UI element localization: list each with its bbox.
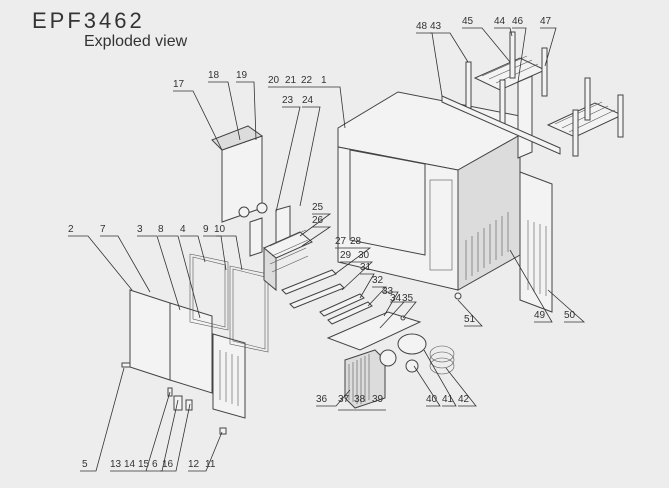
label-49: 49: [534, 310, 546, 321]
label-8: 8: [158, 224, 164, 235]
label-15: 15: [138, 459, 150, 470]
label-11: 11: [205, 459, 216, 470]
label-3: 3: [137, 224, 143, 235]
label-37: 37: [338, 394, 350, 405]
label-14: 14: [124, 459, 136, 470]
label-6: 6: [152, 459, 158, 470]
label-9: 9: [203, 224, 209, 235]
label-35: 35: [402, 293, 414, 304]
rails: [281, 269, 373, 325]
label-31: 31: [360, 262, 372, 273]
label-51: 51: [464, 314, 476, 325]
diagram-title: EPF3462: [32, 8, 145, 33]
label-42: 42: [458, 394, 470, 405]
label-36: 36: [316, 394, 328, 405]
label-19: 19: [236, 70, 248, 81]
label-2: 2: [68, 224, 74, 235]
evaporator-coil: [263, 229, 313, 292]
label-21: 21: [285, 75, 297, 86]
label-38: 38: [354, 394, 366, 405]
label-23: 23: [282, 95, 294, 106]
shelf-rack: [441, 31, 624, 159]
diagram-subtitle: Exploded view: [84, 33, 188, 50]
doors: [129, 289, 246, 419]
label-44: 44: [494, 16, 506, 27]
label-50: 50: [564, 310, 576, 321]
label-12: 12: [188, 459, 200, 470]
label-41: 41: [442, 394, 454, 405]
part-labels: 2 7 3 8 4 9 10 17 18 19 20 21 22 1 23 24…: [68, 16, 576, 470]
label-47: 47: [540, 16, 552, 27]
label-26: 26: [312, 215, 324, 226]
label-43: 43: [430, 21, 442, 32]
label-17: 17: [173, 79, 185, 90]
label-33: 33: [382, 286, 394, 297]
label-13: 13: [110, 459, 122, 470]
label-46: 46: [512, 16, 524, 27]
label-22: 22: [301, 75, 313, 86]
label-28: 28: [350, 236, 362, 247]
label-39: 39: [372, 394, 384, 405]
label-30: 30: [358, 250, 370, 261]
condenser: [344, 349, 397, 409]
label-40: 40: [426, 394, 438, 405]
label-32: 32: [372, 275, 384, 286]
label-34: 34: [390, 293, 402, 304]
label-4: 4: [180, 224, 186, 235]
leader-lines: [68, 27, 586, 472]
label-29: 29: [340, 250, 352, 261]
label-10: 10: [214, 224, 226, 235]
label-1: 1: [321, 75, 327, 86]
label-24: 24: [302, 95, 314, 106]
side-panel: [519, 171, 553, 313]
evaporator-cover: [211, 125, 291, 257]
label-18: 18: [208, 70, 220, 81]
label-25: 25: [312, 202, 324, 213]
label-20: 20: [268, 75, 280, 86]
door-frames: [189, 253, 269, 353]
label-45: 45: [462, 16, 474, 27]
label-27: 27: [335, 236, 347, 247]
label-7: 7: [100, 224, 106, 235]
label-16: 16: [162, 459, 174, 470]
label-5: 5: [82, 459, 88, 470]
label-48: 48: [416, 21, 428, 32]
